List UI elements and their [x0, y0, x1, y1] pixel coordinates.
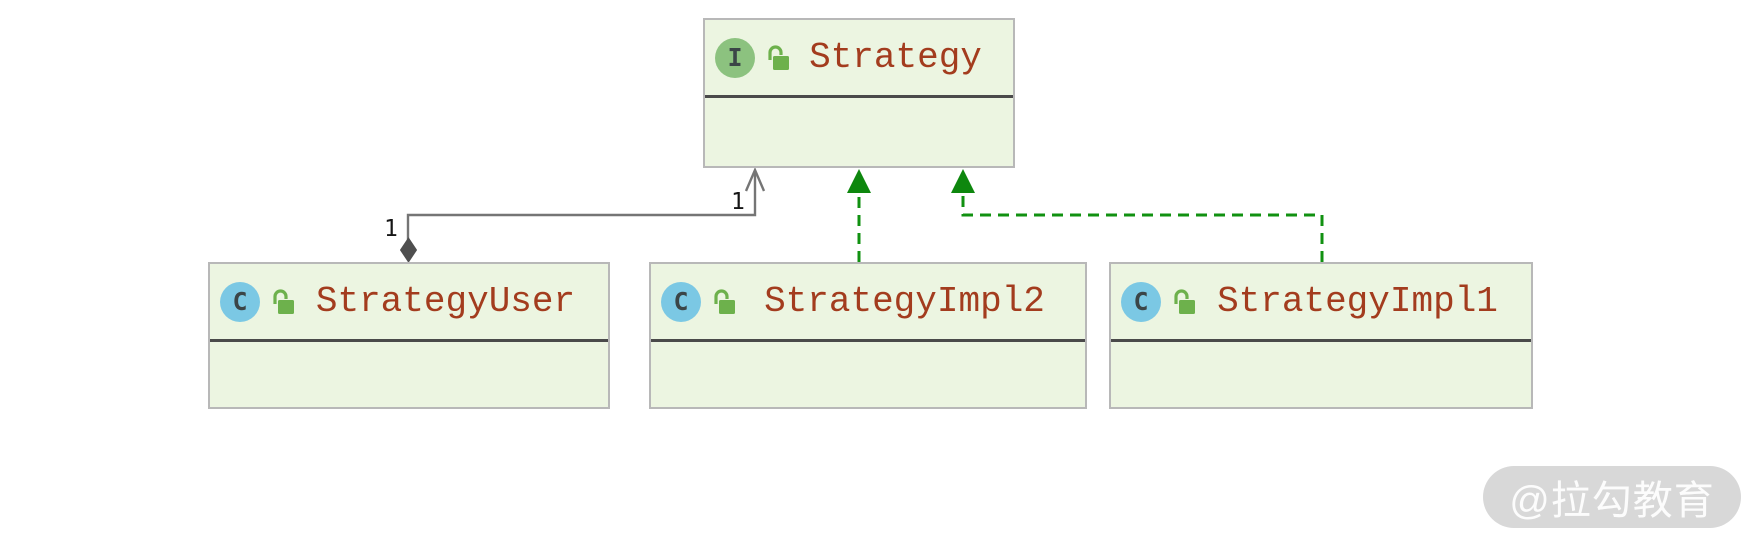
- composition-edge-line[interactable]: [406, 171, 757, 240]
- node-members-section: [1111, 342, 1531, 407]
- watermark-text: @拉勾教育: [1509, 479, 1715, 523]
- node-header: C StrategyImpl1: [1111, 264, 1531, 342]
- watermark-badge: @拉勾教育: [1483, 466, 1741, 528]
- node-header: I Strategy: [705, 20, 1013, 98]
- unlocked-padlock-icon: [269, 287, 297, 317]
- node-title: StrategyUser: [315, 281, 576, 322]
- open-arrowhead-icon: [744, 166, 766, 192]
- class-node-strategyimpl1[interactable]: C StrategyImpl1: [1109, 262, 1533, 409]
- node-title: StrategyImpl2: [764, 281, 1045, 322]
- unlocked-padlock-icon: [710, 287, 738, 317]
- interface-icon: I: [715, 37, 755, 78]
- edge-composition-strategyuser-to-strategy[interactable]: [399, 166, 766, 263]
- filled-triangle-arrowhead-icon: [951, 169, 975, 193]
- node-title: Strategy: [809, 37, 982, 78]
- node-members-section: [651, 342, 1085, 407]
- class-icon: C: [661, 281, 701, 322]
- class-node-strategyuser[interactable]: C StrategyUser: [208, 262, 610, 409]
- filled-triangle-arrowhead-icon: [847, 169, 871, 193]
- unlocked-padlock-icon: [1170, 287, 1198, 317]
- unlocked-padlock-icon: [764, 43, 792, 73]
- edge-realization-strategyimpl2-to-strategy[interactable]: [847, 169, 871, 262]
- node-members-section: [210, 342, 608, 407]
- realization-edge-line[interactable]: [961, 195, 1324, 262]
- filled-diamond-icon: [399, 237, 418, 263]
- multiplicity-label-strategy-end: 1: [731, 189, 745, 215]
- class-icon: C: [220, 281, 260, 322]
- class-node-strategyimpl2[interactable]: C StrategyImpl2: [649, 262, 1087, 409]
- class-icon: C: [1121, 281, 1161, 322]
- node-header: C StrategyImpl2: [651, 264, 1085, 342]
- node-title: StrategyImpl1: [1217, 281, 1498, 322]
- multiplicity-label-strategyuser-end: 1: [384, 216, 398, 242]
- node-header: C StrategyUser: [210, 264, 608, 342]
- edge-realization-strategyimpl1-to-strategy[interactable]: [951, 169, 1324, 262]
- node-members-section: [705, 98, 1013, 166]
- interface-node-strategy[interactable]: I Strategy: [703, 18, 1015, 168]
